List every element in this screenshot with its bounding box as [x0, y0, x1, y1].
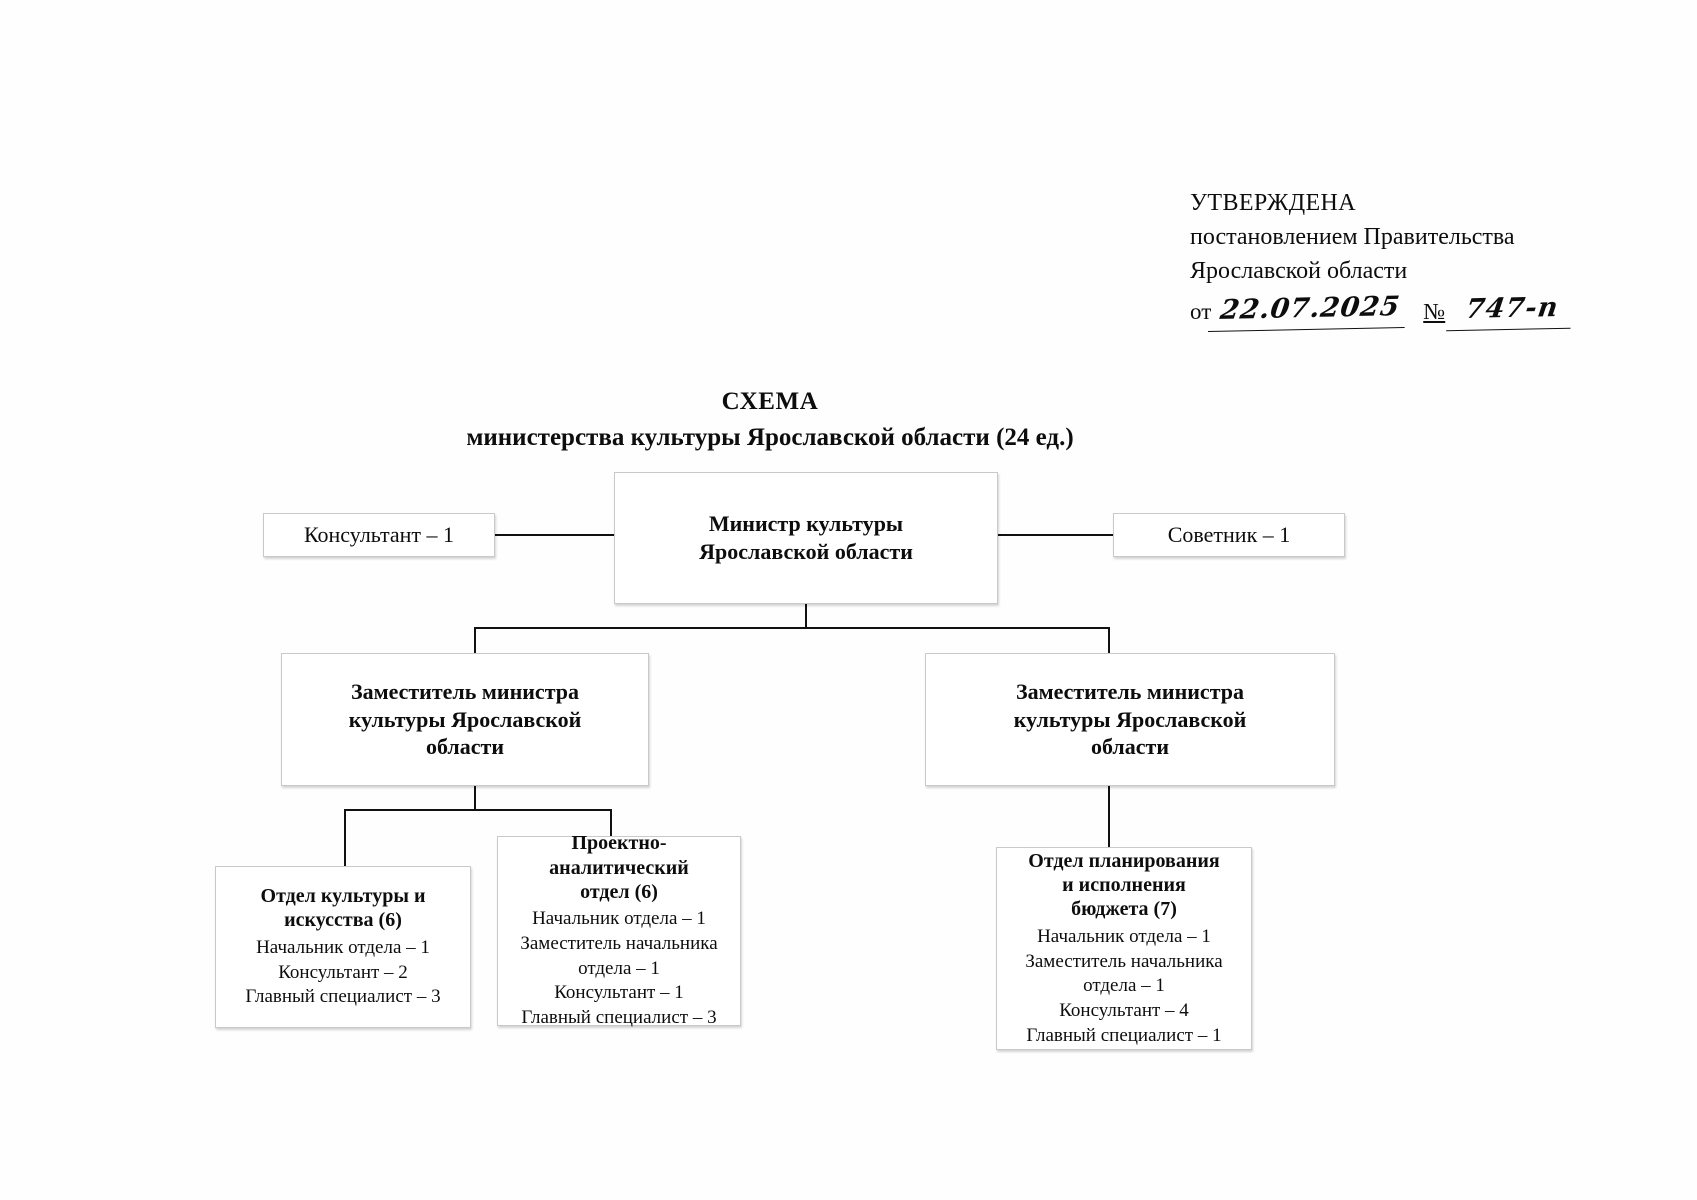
approval-line-3: Ярославской области [1190, 258, 1408, 285]
connector-advisor-minister [996, 534, 1114, 536]
node-dept-culture-line-1: Отдел культуры и [260, 885, 426, 908]
node-minister-line-1: Министр культуры [708, 511, 904, 537]
connector-consultant-minister [495, 534, 615, 536]
node-dept-culture-line-2: искусства (6) [284, 909, 402, 932]
node-dept-project-line-3: отдел (6) [580, 880, 658, 903]
node-deputy-left-line-2: культуры Ярославской [348, 706, 582, 732]
connector-dept-culture-drop [344, 809, 346, 867]
node-dept-budget-staff-list: Начальник отдела – 1 Заместитель начальни… [1005, 925, 1243, 1048]
node-department-project-analytics[interactable]: Проектно- аналитический отдел (6) Началь… [497, 832, 741, 1028]
node-deputy-right-line-3: области [1090, 734, 1170, 760]
staff-line: Заместитель начальника отдела – 1 [1025, 950, 1223, 997]
node-deputy-minister-left[interactable]: Заместитель министра культуры Ярославско… [281, 653, 649, 786]
node-deputy-left-line-1: Заместитель министра [350, 678, 579, 704]
node-consultant-label: Консультант – 1 [303, 521, 455, 547]
node-dept-budget-line-1: Отдел планирования [1028, 849, 1220, 872]
staff-line: Главный специалист – 3 [521, 1007, 717, 1029]
node-dept-culture-staff-list: Начальник отдела – 1 Консультант – 2 Главн… [245, 936, 440, 1010]
date-label: от [1190, 298, 1212, 324]
node-advisor-label: Советник – 1 [1167, 521, 1291, 547]
node-department-budget-planning[interactable]: Отдел планирования и исполнения бюджета … [996, 847, 1252, 1050]
node-department-culture-and-arts[interactable]: Отдел культуры и искусства (6) Начальник… [215, 866, 471, 1028]
node-advisor[interactable]: Советник – 1 [1113, 513, 1345, 557]
node-deputy-right-line-2: культуры Ярославской [1013, 706, 1247, 732]
staff-line: Консультант – 4 [1059, 999, 1189, 1021]
staff-line: Главный специалист – 1 [1026, 1024, 1222, 1046]
approval-block: УТВЕРЖДЕНА постановлением Правительства … [1190, 186, 1610, 333]
node-deputy-minister-right[interactable]: Заместитель министра культуры Ярославско… [925, 653, 1335, 786]
node-dept-budget-line-3: бюджета (7) [1071, 898, 1177, 921]
node-dept-budget-line-2: и исполнения [1062, 874, 1186, 897]
connector-deputy-left-stem [474, 786, 476, 810]
node-consultant[interactable]: Консультант – 1 [263, 513, 495, 557]
connector-deputy-right-drop [1108, 627, 1110, 654]
staff-line: Главный специалист – 3 [245, 986, 441, 1008]
node-deputy-left-line-3: области [425, 734, 505, 760]
node-dept-project-line-2: аналитический [549, 856, 689, 879]
page-subtitle: министерства культуры Ярославской област… [466, 424, 1074, 451]
node-dept-project-line-1: Проектно- [571, 832, 667, 855]
staff-line: Начальник отдела – 1 [1037, 925, 1211, 947]
staff-line: Начальник отдела – 1 [256, 936, 430, 958]
node-minister[interactable]: Министр культуры Ярославской области [614, 472, 998, 604]
number-label: № [1423, 298, 1446, 324]
connector-deputy-left-drop [474, 627, 476, 654]
staff-line: Заместитель начальника отдела – 1 [520, 933, 718, 979]
approval-date-row: от 22.07.2025 № 747-п [1190, 288, 1610, 333]
node-minister-line-2: Ярославской области [699, 539, 913, 564]
connector-minister-stem [805, 604, 807, 628]
connector-deputy-left-bus [344, 809, 612, 811]
connector-minister-bus [474, 627, 1110, 629]
staff-line: Начальник отдела – 1 [532, 908, 706, 930]
connector-dept-project-drop [610, 809, 612, 837]
staff-line: Консультант – 1 [554, 982, 684, 1004]
approval-line-2: постановлением Правительства [1190, 224, 1515, 251]
staff-line: Консультант – 2 [278, 961, 408, 983]
approval-line-1: УТВЕРЖДЕНА [1190, 190, 1357, 216]
page-title: СХЕМА [721, 388, 819, 415]
connector-dept-budget-drop [1108, 786, 1110, 848]
node-dept-project-staff-list: Начальник отдела – 1 Заместитель начальни… [506, 907, 732, 1030]
node-deputy-right-line-1: Заместитель министра [1015, 678, 1244, 704]
